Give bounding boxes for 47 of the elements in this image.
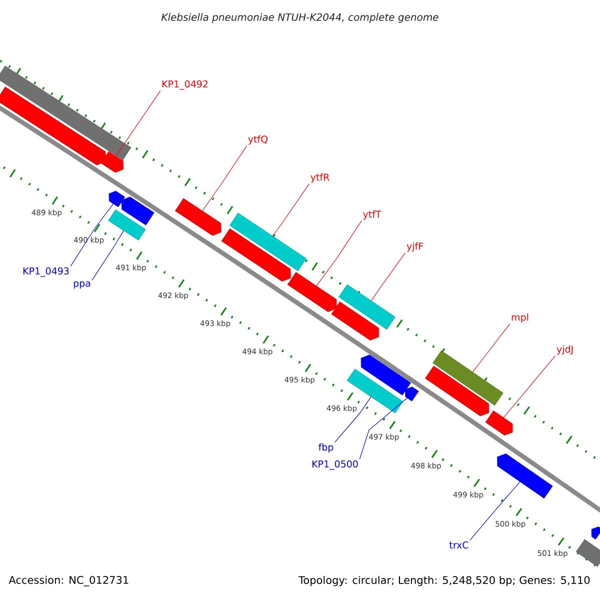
gene-feature [0, 86, 106, 166]
gene-label: ytfT [363, 210, 382, 220]
gene-label: yjfF [406, 242, 423, 252]
gene-feature [100, 151, 124, 173]
gene-feature [591, 526, 600, 540]
gene-feature [221, 228, 291, 282]
gene-bar [432, 350, 504, 406]
leader-line [316, 220, 362, 286]
gene-bar [108, 210, 146, 240]
gene-label: ppa [74, 281, 90, 289]
gene-bar [576, 539, 600, 567]
leader-line [334, 396, 372, 442]
gene-label: ytfR [310, 173, 330, 183]
gene-feature [121, 196, 154, 226]
title: Klebsiella pneumoniae NTUH-K2044, complete genome [161, 13, 438, 23]
gene-label: KP1_0500 [312, 460, 358, 470]
gene-label: ytfQ [248, 135, 268, 145]
gene-feature [360, 354, 411, 396]
gene-bar [338, 284, 396, 330]
leader-line [472, 324, 510, 372]
gene-feature [331, 302, 379, 340]
gene-feature [497, 454, 553, 499]
gene-label: mpl [512, 313, 528, 323]
gene-label: fbp [318, 443, 334, 453]
leader-line [116, 90, 161, 156]
gene-label: yjdJ [556, 345, 573, 355]
leader-line [370, 252, 406, 302]
gene-label: KP1_0492 [162, 80, 208, 90]
gene-label: KP1_0493 [23, 267, 69, 277]
leader-line [202, 146, 248, 212]
leader-line [272, 184, 310, 236]
gene-bar [0, 66, 132, 160]
gene-feature [425, 366, 490, 416]
gene-feature [175, 198, 222, 236]
gene-bar [230, 212, 306, 272]
accession-text: Accession: NC_012731 [8, 576, 128, 586]
leader-line [470, 481, 520, 541]
leader-line [359, 398, 408, 460]
leader-line [92, 230, 124, 280]
gene-feature [485, 410, 513, 436]
leader-line [503, 356, 556, 418]
gene-feature [287, 272, 337, 312]
genome-info-text: Topology: circular; Length: 5,248,520 bp; Genes: 5,110 [298, 576, 590, 586]
leader-line [70, 204, 114, 266]
gene-feature [108, 190, 125, 208]
gene-feature [405, 386, 419, 402]
gene-label: trxC [449, 541, 468, 549]
